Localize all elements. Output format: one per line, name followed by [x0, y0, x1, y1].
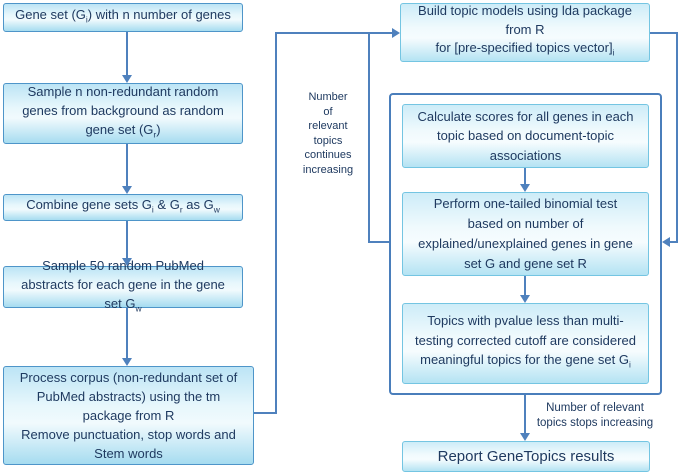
node-combine-gene-sets: Combine gene sets Gi & Gr as Gw — [3, 194, 243, 221]
node-gene-set: Gene set (Gi) with n number of genes — [3, 3, 243, 32]
node-process-corpus: Process corpus (non-redundant set of Pub… — [3, 366, 254, 465]
node-meaningful-topics-label: Topics with pvalue less than multi-testi… — [415, 313, 636, 371]
node-build-line-1: Build topic models using lda package — [418, 3, 632, 19]
arrowhead-combine-to-abstracts — [122, 258, 132, 266]
stop-label-line-1: Number of relevant — [546, 402, 644, 414]
loop-label-line: continues — [304, 149, 352, 161]
loop-label: Number of relevant topics continues incr… — [292, 90, 364, 177]
node-calculate-scores-label: Calculate scores for all genes in each t… — [417, 108, 634, 163]
arrowhead-container-to-report — [520, 433, 530, 441]
connector-loop-up-vertical — [368, 32, 370, 243]
loop-label-line: Number — [308, 91, 348, 103]
arrow-binomial-to-topics — [524, 276, 526, 296]
connector-corpus-up-vertical — [275, 32, 277, 414]
node-calculate-scores: Calculate scores for all genes in each t… — [402, 104, 649, 168]
connector-build-down-vertical — [676, 32, 678, 243]
stop-label: Number of relevant topics stops increasi… — [530, 401, 660, 430]
arrow-gene-set-to-sample — [126, 32, 128, 76]
loop-label-line: increasing — [302, 163, 354, 176]
node-report-results-label: Report GeneTopics results — [437, 448, 615, 465]
node-build-line-3: for [pre-specified topics vector]i — [435, 40, 615, 59]
connector-build-out-horizontal — [650, 32, 678, 34]
loop-label-line: topics — [313, 134, 343, 147]
node-sample-abstracts-label: Sample 50 random PubMed abstracts for ea… — [21, 257, 225, 314]
arrowhead-binomial-to-topics — [520, 295, 530, 303]
arrowhead-scores-to-binomial — [520, 184, 530, 192]
node-binomial-test: Perform one-tailed binomial test based o… — [402, 192, 649, 276]
arrow-sample-to-combine — [126, 144, 128, 188]
arrowhead-gene-set-to-sample — [122, 75, 132, 83]
node-sample-random-genes-label: Sample n non-redundant random genes from… — [22, 84, 224, 140]
node-build-line-2: from R — [505, 21, 545, 37]
node-combine-gene-sets-label: Combine gene sets Gi & Gr as Gw — [26, 197, 220, 215]
arrowhead-into-build — [392, 28, 400, 38]
arrowhead-abstracts-to-corpus — [122, 358, 132, 366]
connector-into-container-horizontal — [668, 241, 678, 243]
node-binomial-test-label: Perform one-tailed binomial test based o… — [418, 196, 633, 271]
node-process-corpus-text-2: Remove punctuation, stop words and Stem … — [21, 427, 236, 461]
arrow-abstracts-to-corpus — [126, 308, 128, 360]
connector-corpus-out-horizontal — [254, 412, 277, 414]
connector-loop-out-horizontal — [368, 241, 389, 243]
node-process-corpus-text-1: Process corpus (non-redundant set of Pub… — [19, 370, 238, 423]
node-build-topic-models: Build topic models using lda package fro… — [400, 3, 650, 62]
loop-label-line: relevant — [308, 120, 348, 132]
connector-into-build-horizontal — [275, 32, 392, 34]
node-sample-random-genes: Sample n non-redundant random genes from… — [3, 83, 243, 144]
arrow-combine-to-abstracts — [126, 221, 128, 259]
arrow-scores-to-binomial — [524, 168, 526, 185]
node-gene-set-label: Gene set (Gi) with n number of genes — [15, 7, 231, 25]
node-meaningful-topics: Topics with pvalue less than multi-testi… — [402, 303, 649, 384]
loop-label-line: of — [323, 105, 333, 118]
arrowhead-sample-to-combine — [122, 186, 132, 194]
arrowhead-into-container — [662, 237, 670, 247]
arrow-container-to-report — [524, 395, 526, 433]
node-sample-abstracts: Sample 50 random PubMed abstracts for ea… — [3, 258, 243, 313]
stop-label-line-2: topics stops increasing — [536, 416, 654, 429]
node-report-results: Report GeneTopics results — [402, 441, 650, 472]
